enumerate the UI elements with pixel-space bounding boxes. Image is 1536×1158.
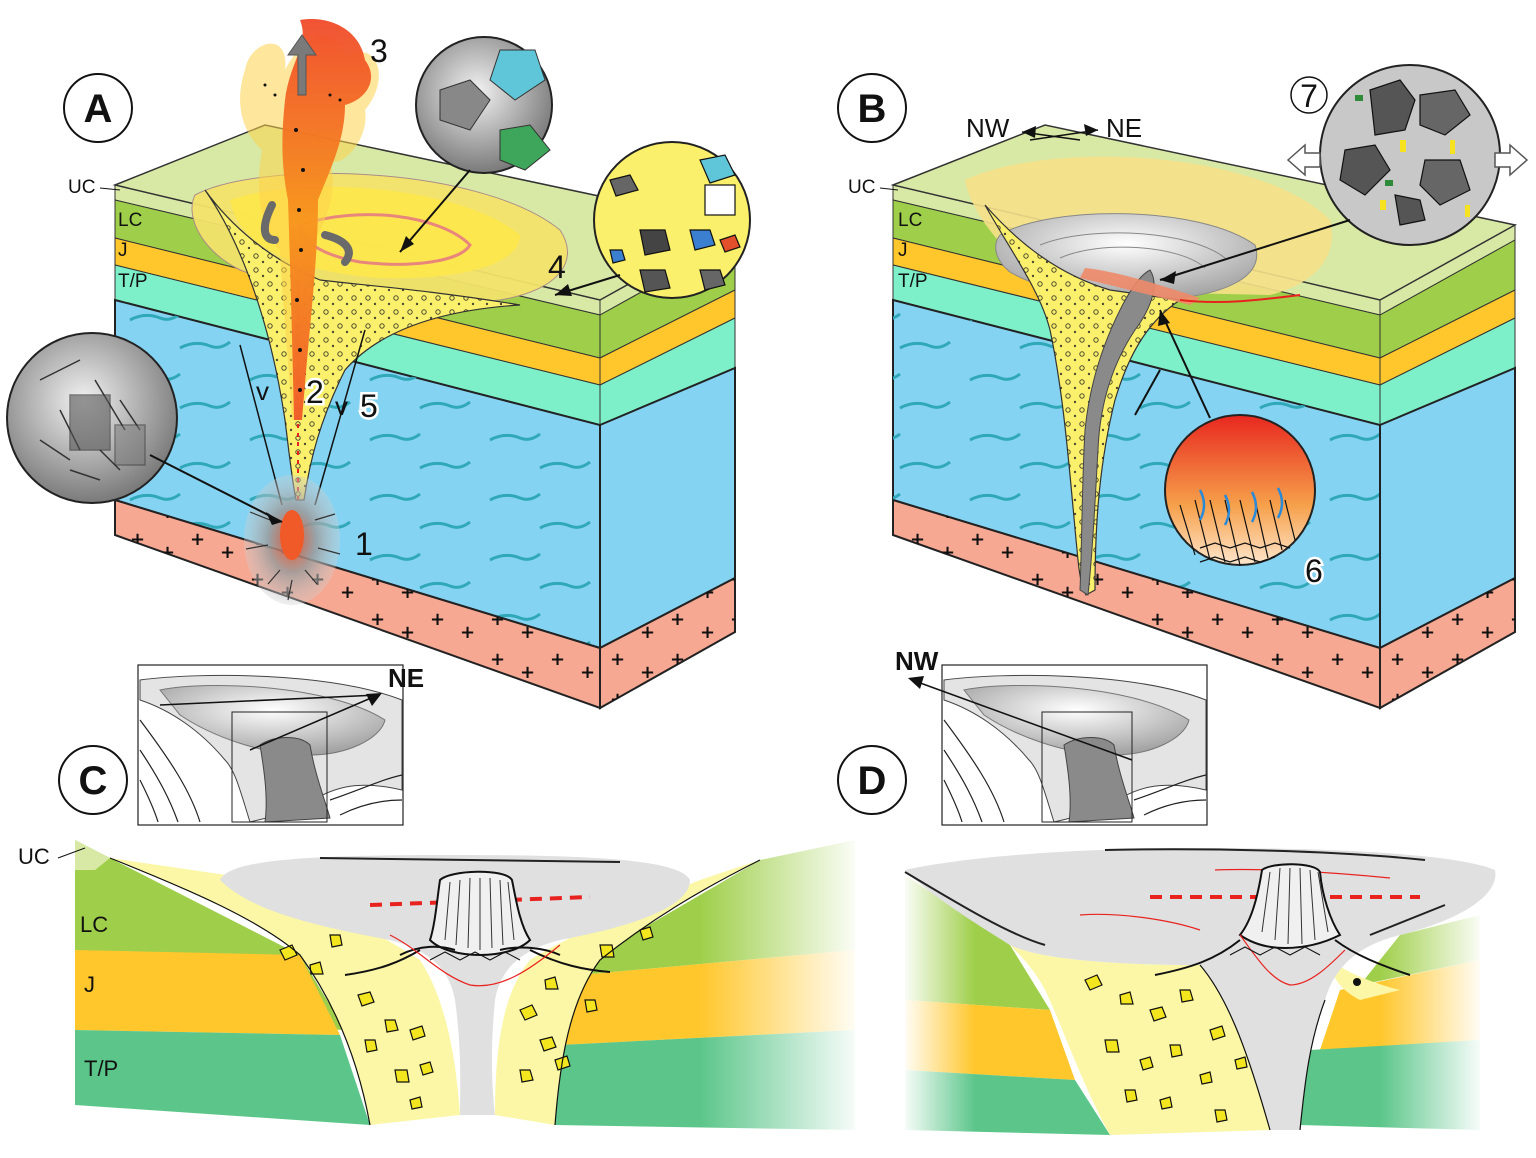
block-a-callout-5: 5 [360, 388, 378, 424]
panel-label-b: B [837, 73, 907, 143]
section-c-inset [137, 664, 404, 826]
block-b-melt-dike [1079, 269, 1155, 596]
block-b-label-uc: UC [848, 177, 875, 198]
block-a-callout-2: 2 [306, 374, 324, 410]
section-c-label-j: J [84, 972, 95, 997]
block-a-ejection-arrow [287, 34, 317, 96]
block-a-fault-mark-left: v [256, 376, 269, 406]
block-b-label-nw: NW [966, 113, 1010, 143]
block-b-callout-7-text: 7 [1300, 78, 1318, 114]
block-a-limestone-waves [115, 300, 600, 648]
block-a-label-j: J [118, 240, 128, 261]
block-a-callout-3: 3 [370, 33, 388, 69]
panel-letter-c: C [79, 759, 108, 803]
section-d-melt-lens [905, 848, 1496, 1130]
block-b-label-tp: T/P [898, 271, 928, 292]
block-a-label-tp: T/P [118, 271, 148, 292]
section-d [904, 664, 1496, 1135]
section-d-inset-direction: NW [895, 646, 939, 676]
section-d-nw-arrow [911, 679, 1133, 761]
section-c-inset-direction: NE [388, 663, 424, 693]
section-c-label-tp: T/P [84, 1056, 118, 1081]
section-c-uc-left [75, 840, 110, 870]
block-b [890, 64, 1529, 710]
section-c-tp-left [75, 1030, 370, 1125]
section-d-inset [908, 664, 1208, 826]
panel-label-a: A [63, 73, 133, 143]
block-a-callout-1: 1 [355, 526, 373, 562]
section-d-clasts [1084, 974, 1248, 1123]
panel-letter-d: D [858, 759, 887, 803]
block-a-callout-4: 4 [548, 249, 566, 285]
panel-letter-a: A [84, 87, 113, 131]
block-a [6, 19, 751, 710]
block-a-fault-right [314, 329, 366, 506]
panel-letter-b: B [858, 87, 887, 131]
panel-label-c: C [58, 745, 128, 815]
block-a-fault-left [239, 344, 283, 506]
section-c [75, 664, 855, 1130]
section-c-j-left [75, 950, 340, 1035]
section-d-central-uplift [1238, 863, 1342, 950]
section-d-breccia [1010, 945, 1270, 1135]
block-a-plume-inner [282, 19, 372, 421]
block-a-fault-mark-right: v [335, 391, 348, 421]
section-c-clasts [279, 926, 654, 1110]
block-b-arrow-right [1494, 143, 1529, 177]
section-c-ne-arrow [249, 694, 379, 751]
block-b-label-lc: LC [898, 210, 922, 231]
block-b-label-ne: NE [1106, 113, 1142, 143]
block-a-label-uc: UC [68, 177, 95, 198]
block-b-zoom-6 [1164, 414, 1316, 566]
block-b-label-j: J [898, 240, 908, 261]
block-b-callout-7: 7 [1290, 76, 1328, 114]
panel-label-d: D [837, 745, 907, 815]
block-b-callout-6: 6 [1305, 553, 1323, 589]
section-c-label-uc: UC [18, 844, 50, 869]
block-a-label-lc: LC [118, 210, 142, 231]
section-c-melt-lens [220, 855, 690, 1115]
section-c-breccia-left [110, 858, 460, 1125]
block-a-basement-crosses [115, 500, 600, 708]
section-c-label-lc: LC [80, 912, 108, 937]
block-b-arrow-left [1286, 143, 1321, 177]
